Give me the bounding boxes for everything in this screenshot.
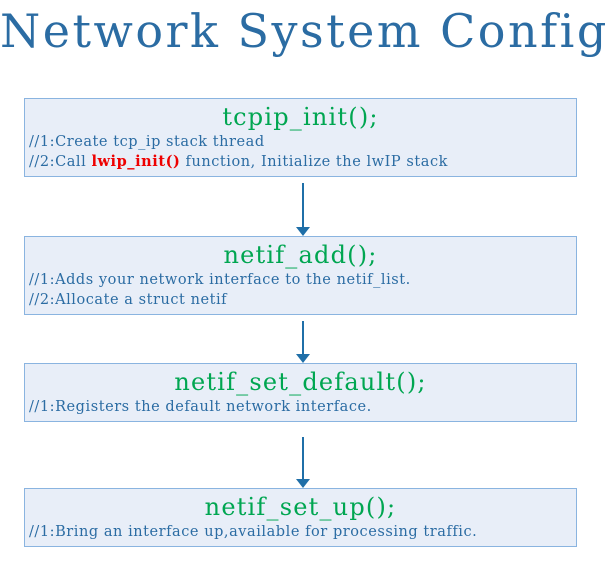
- flow-node-netif-set-up[interactable]: netif_set_up(); //1:Bring an interface u…: [24, 488, 577, 547]
- comment-text-pre: //2:Call: [29, 154, 92, 170]
- page-title: Network System Config: [0, 4, 606, 58]
- arrow-shaft: [302, 321, 304, 355]
- node-comments: //1:Create tcp_ip stack thread //2:Call …: [25, 132, 576, 176]
- arrow-head-icon: [296, 227, 310, 236]
- comment-line: //1:Create tcp_ip stack thread: [29, 132, 576, 152]
- flow-node-tcpip-init[interactable]: tcpip_init(); //1:Create tcp_ip stack th…: [24, 98, 577, 177]
- comment-text-pre: //2:Allocate a struct netif: [29, 292, 228, 308]
- comment-line: //2:Call lwip_init() function, Initializ…: [29, 152, 576, 172]
- node-comments: //1:Registers the default network interf…: [25, 397, 576, 421]
- flow-node-netif-set-default[interactable]: netif_set_default(); //1:Registers the d…: [24, 363, 577, 422]
- comment-highlight: lwip_init(): [91, 153, 181, 170]
- arrow-head-icon: [296, 354, 310, 363]
- node-signature: netif_set_up();: [204, 493, 397, 521]
- comment-text-post: function, Initialize the lwIP stack: [180, 154, 448, 170]
- comment-line: //1:Adds your network interface to the n…: [29, 270, 576, 290]
- arrow-shaft: [302, 183, 304, 228]
- comment-line: //1:Bring an interface up,available for …: [29, 522, 576, 542]
- comment-line: //2:Allocate a struct netif: [29, 290, 576, 310]
- comment-text-pre: //1:Create tcp_ip stack thread: [29, 134, 265, 150]
- node-comments: //1:Bring an interface up,available for …: [25, 522, 576, 546]
- comment-line: //1:Registers the default network interf…: [29, 397, 576, 417]
- comment-text-pre: //1:Registers the default network interf…: [29, 399, 372, 415]
- arrow-head-icon: [296, 479, 310, 488]
- node-signature: tcpip_init();: [222, 103, 379, 131]
- arrow-shaft: [302, 437, 304, 480]
- node-signature: netif_add();: [223, 241, 378, 269]
- node-comments: //1:Adds your network interface to the n…: [25, 270, 576, 314]
- flow-node-netif-add[interactable]: netif_add(); //1:Adds your network inter…: [24, 236, 577, 315]
- comment-text-pre: //1:Bring an interface up,available for …: [29, 524, 478, 540]
- node-signature: netif_set_default();: [174, 368, 427, 396]
- comment-text-pre: //1:Adds your network interface to the n…: [29, 272, 411, 288]
